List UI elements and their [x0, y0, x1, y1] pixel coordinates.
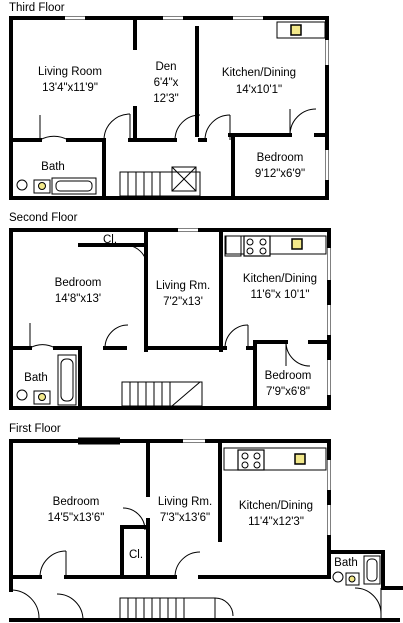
kitchen-counter	[225, 235, 327, 255]
third-floor-plan: Living Room 13'4"x11'9" Den 6'4"x 12'3" …	[9, 16, 329, 200]
room-label: Bedroom	[55, 277, 102, 289]
bath-fixtures	[332, 555, 381, 586]
floor-title-third: Third Floor	[9, 2, 65, 14]
room-label: Kitchen/Dining	[243, 273, 317, 285]
room-size: 14'5"x13'6"	[48, 512, 105, 524]
kitchen-counter	[223, 447, 327, 471]
stairs	[119, 597, 234, 621]
stove-icon	[237, 449, 265, 471]
floor-title-second: Second Floor	[9, 212, 78, 224]
floor-title-first: First Floor	[9, 423, 61, 435]
first-floor-outline	[9, 439, 403, 590]
room-size: 7'9"x6'8"	[266, 386, 310, 398]
room-label: Bedroom	[53, 496, 100, 508]
room-label: Living Room	[38, 66, 102, 78]
room-label: Kitchen/Dining	[222, 67, 296, 79]
room-size: 14'8"x13'	[55, 293, 101, 305]
room-size: 11'4"x12'3"	[248, 516, 304, 528]
sink-icon	[294, 453, 306, 465]
room-size: 14'x10'1"	[236, 84, 282, 96]
room-label: Cl.	[129, 549, 143, 561]
room-label: Living Rm.	[158, 496, 212, 508]
room-label: Living Rm.	[156, 280, 210, 292]
stairs	[121, 381, 203, 407]
bath-fixtures	[16, 177, 97, 195]
room-size: 12'3"	[153, 93, 178, 105]
fridge-icon	[224, 235, 242, 257]
stairs	[119, 166, 201, 197]
first-floor-plan: Bedroom 14'5"x13'6" Cl. Living Rm. 7'3"x…	[9, 437, 403, 622]
kitchen-counter	[276, 21, 326, 39]
room-label: Bath	[41, 161, 65, 173]
room-label: Den	[155, 61, 176, 73]
sink-icon	[290, 24, 302, 36]
room-label: Bath	[334, 557, 358, 569]
room-size: 9'12"x6'9"	[255, 168, 305, 180]
room-size: 13'4"x11'9"	[42, 82, 98, 94]
sink-icon	[291, 238, 303, 250]
room-label: Kitchen/Dining	[239, 500, 313, 512]
room-size: 7'3"x13'6"	[160, 512, 210, 524]
room-label: Bedroom	[257, 152, 304, 164]
second-floor-plan: Bedroom 14'8"x13' Cl. Living Rm. 7'2"x13…	[9, 228, 331, 410]
room-size: 11'6"x 10'1"	[250, 289, 309, 301]
room-size: 6'4"x	[154, 77, 179, 89]
room-label: Cl.	[103, 234, 117, 246]
room-label: Bath	[24, 372, 48, 384]
room-size: 7'2"x13'	[163, 296, 203, 308]
room-label: Bedroom	[265, 370, 312, 382]
bath-fixtures	[16, 354, 77, 406]
